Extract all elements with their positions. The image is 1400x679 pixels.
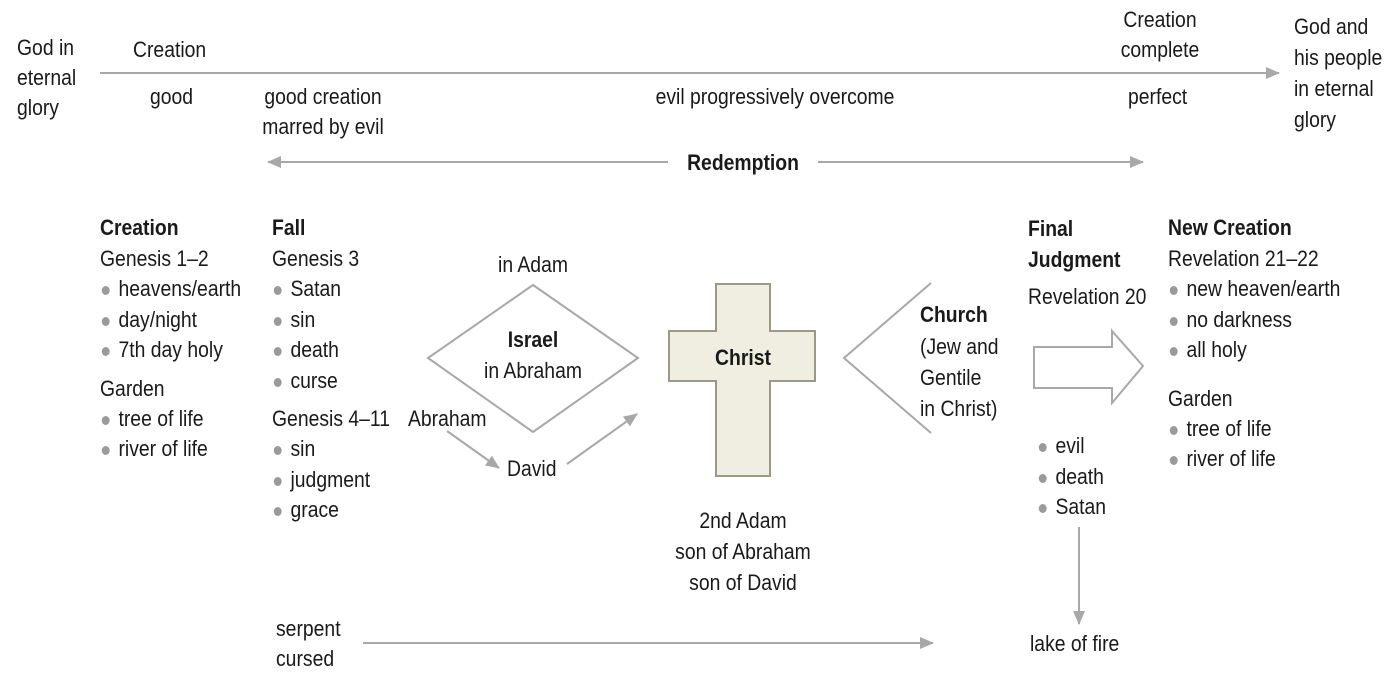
christ-label: Christ xyxy=(715,345,771,370)
lake-of-fire-label: lake of fire xyxy=(1030,631,1120,656)
final-judgment-bullet-list: evil death Satan xyxy=(1037,431,1106,523)
new-creation-column: New Creation Revelation 21–22 new heaven… xyxy=(1168,213,1340,475)
david-to-christ-arrow xyxy=(566,413,638,465)
in-adam-label: in Adam xyxy=(498,252,568,277)
list-item: Satan xyxy=(272,274,390,305)
fall-genesis-4-11-list: sin judgment grace xyxy=(272,434,390,526)
redemption-label: Redemption xyxy=(687,150,799,175)
church-title: Church xyxy=(920,302,988,327)
label-good-creation-marred: good creation marred by evil xyxy=(262,84,384,139)
list-item: river of life xyxy=(1168,444,1340,475)
list-item: no darkness xyxy=(1168,305,1340,336)
creation-reference: Genesis 1–2 xyxy=(100,246,209,271)
list-item: sin xyxy=(272,305,390,336)
list-item: sin xyxy=(272,434,390,465)
david-label: David xyxy=(507,456,557,481)
church-chevron xyxy=(842,282,932,434)
list-item: day/night xyxy=(100,305,241,336)
list-item: grace xyxy=(272,495,390,526)
label-perfect: perfect xyxy=(1128,84,1188,109)
block-arrow xyxy=(1033,328,1145,406)
timeline-start: God in eternal glory xyxy=(17,35,77,120)
list-item: all holy xyxy=(1168,335,1340,366)
fall-bullet-list: Satan sin death curse xyxy=(272,274,390,396)
new-creation-bullet-list: new heaven/earth no darkness all holy xyxy=(1168,274,1340,366)
timeline-creation-complete: Creation complete xyxy=(1120,7,1200,62)
creation-column: Creation Genesis 1–2 heavens/earth day/n… xyxy=(100,213,241,465)
list-item: judgment xyxy=(272,465,390,496)
list-item: evil xyxy=(1037,431,1106,462)
fall-reference: Genesis 3 xyxy=(272,246,360,271)
timeline-creation: Creation xyxy=(133,37,207,62)
christ-cross xyxy=(668,283,816,477)
abraham-label: Abraham xyxy=(408,406,487,431)
new-creation-title: New Creation xyxy=(1168,215,1292,240)
creation-bullet-list: heavens/earth day/night 7th day holy xyxy=(100,274,241,366)
list-item: tree of life xyxy=(100,404,241,435)
list-item: river of life xyxy=(100,434,241,465)
abraham-to-david-arrow xyxy=(446,430,500,469)
creation-title: Creation xyxy=(100,215,179,240)
list-item: Satan xyxy=(1037,492,1106,523)
list-item: death xyxy=(272,335,390,366)
final-judgment-list-wrap: evil death Satan xyxy=(1037,431,1106,523)
church-description: (Jew and Gentile in Christ) xyxy=(920,334,999,421)
final-judgment-title: Final Judgment xyxy=(1028,216,1121,272)
fall-genesis-4-11: Genesis 4–11 xyxy=(272,406,391,431)
creation-garden-list: tree of life river of life xyxy=(100,404,241,465)
fall-title: Fall xyxy=(272,215,306,240)
label-good: good xyxy=(150,84,194,109)
israel-title: Israel xyxy=(507,327,559,352)
new-creation-garden-list: tree of life river of life xyxy=(1168,414,1340,475)
list-item: tree of life xyxy=(1168,414,1340,445)
list-item: curse xyxy=(272,366,390,397)
final-judgment-reference: Revelation 20 xyxy=(1028,284,1147,309)
list-item: new heaven/earth xyxy=(1168,274,1340,305)
timeline-end: God and his people in eternal glory xyxy=(1294,14,1383,132)
serpent-cursed-label: serpent cursed xyxy=(276,616,341,671)
list-item: death xyxy=(1037,462,1106,493)
list-item: heavens/earth xyxy=(100,274,241,305)
creation-garden-title: Garden xyxy=(100,375,165,401)
new-creation-reference: Revelation 21–22 xyxy=(1168,246,1319,271)
fall-column: Fall Genesis 3 Satan sin death curse Gen… xyxy=(272,213,390,526)
label-evil-overcome: evil progressively overcome xyxy=(655,84,895,109)
list-item: 7th day holy xyxy=(100,335,241,366)
israel-diamond xyxy=(426,283,640,434)
israel-subtitle: in Abraham xyxy=(484,358,582,383)
christ-caption: 2nd Adam son of Abraham son of David xyxy=(675,508,811,595)
new-creation-garden-title: Garden xyxy=(1168,385,1233,411)
